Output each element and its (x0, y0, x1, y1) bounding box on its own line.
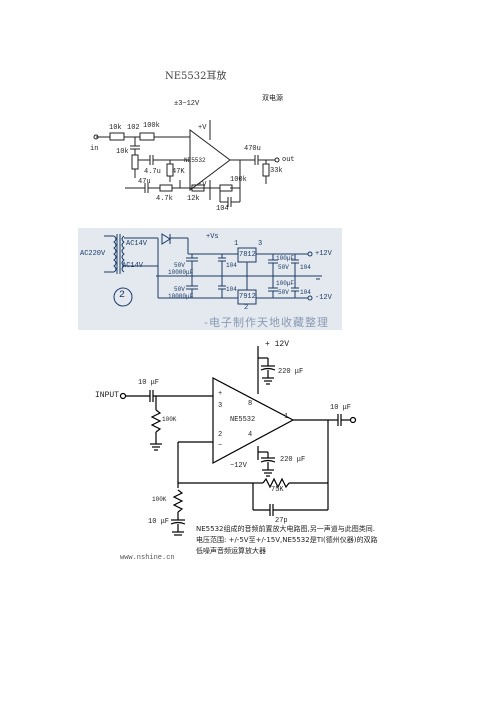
label-100k-in: 100K (162, 416, 177, 423)
section1-title: NE5532耳放 (165, 71, 227, 82)
label-470u: 470u (244, 145, 261, 153)
label-10k-b: 10k (116, 148, 129, 156)
label-7912: 7912 (239, 293, 256, 301)
label-100uf-b: 100μF (276, 280, 295, 287)
label-47u: 47u (138, 178, 151, 186)
label-circle-num: 2 (119, 290, 126, 301)
website-text: www.nshine.cn (120, 554, 175, 562)
label-num3: 3 (258, 240, 263, 248)
label-10uf-in: 10 μF (138, 379, 160, 387)
label-out: out (282, 156, 295, 164)
label-10k-a: 10k (109, 124, 122, 132)
label-4u7-b: 4.7k (156, 195, 173, 203)
label-104-b: 104 (226, 286, 237, 293)
label-vplus: +V (198, 124, 207, 132)
label-chip-ne5532-3: NE5532 (230, 416, 256, 424)
label-50v-c: 50V (278, 264, 289, 271)
label-100k-b: 100k (230, 176, 247, 184)
schematic-1-wires (93, 120, 280, 207)
label-104-a: 104 (226, 262, 237, 269)
label-100uf-a: 100μF (276, 255, 295, 262)
label-vs: +Vs (206, 233, 219, 241)
label-4u7-a: 4.7u (144, 168, 161, 176)
label-pin4: 4 (248, 431, 253, 439)
watermark-text: -电子制作天地收藏整理 (204, 316, 329, 329)
label-plus12v-3: + 12V (265, 340, 290, 349)
label-102: 102 (127, 124, 140, 132)
label-10000uf-b: 10000μF (168, 293, 194, 300)
label-220uf-top: 220 μF (278, 368, 304, 376)
label-ac14v-b: AC14V (122, 262, 144, 270)
label-plus12v: +12V (315, 250, 332, 258)
schematic-preamp: + 12V 220 μF INPUT 10 μF 3 + 8 100K NE55… (95, 338, 368, 538)
label-50v-d: 50V (278, 289, 289, 296)
label-100k-a: 100k (143, 122, 160, 130)
label-pin3: 3 (218, 402, 223, 410)
label-ac14v-a: AC14V (126, 240, 148, 248)
label-75k: 75K (271, 486, 284, 494)
schematic-power-supply: AC220V AC14V AC14V +Vs 1 3 2 7812 7912 5… (78, 228, 342, 330)
label-220uf-bot: 220 μF (280, 456, 306, 464)
label-50v-a: 50V (174, 262, 185, 269)
label-pin8: 8 (248, 400, 253, 408)
label-chip-ne5532: NE5532 (184, 157, 206, 164)
schematic-2-wires (104, 233, 322, 307)
label-33k: 33k (270, 167, 283, 175)
preamp-caption: NE5532组成的音频前置放大电路图,另一声道与此图类同.电压范围: +/-5V… (196, 525, 378, 555)
label-num2: 2 (244, 304, 249, 312)
label-plus-input: + (218, 390, 223, 398)
label-minus-input: − (218, 442, 223, 450)
schematic-3-wires (119, 346, 357, 536)
label-104: 104 (216, 205, 229, 213)
supply-range: ±3~12V (174, 100, 200, 108)
label-7812: 7812 (239, 251, 256, 259)
label-104-d: 104 (300, 289, 311, 296)
label-vminus: -V (198, 181, 207, 189)
dual-supply-label: 双电源 (262, 95, 283, 103)
label-minus12v-3: −12V (230, 462, 247, 470)
label-pin1: 1 (284, 413, 289, 421)
label-ac220v: AC220V (80, 250, 106, 258)
label-num1: 1 (234, 240, 239, 248)
label-in: in (90, 145, 99, 153)
label-minus12v: -12V (315, 294, 332, 302)
label-12k: 12k (187, 195, 200, 203)
schematic-headphone-amp: NE5532耳放 ±3~12V 双电源 in 10k 102 100k +V 1… (80, 60, 300, 220)
label-input: INPUT (95, 391, 120, 400)
label-pin2: 2 (218, 431, 223, 439)
label-50v-b: 50V (174, 286, 185, 293)
label-100k-fb: 100K (152, 496, 167, 503)
label-10uf-out: 10 μF (330, 404, 352, 412)
label-27p: 27p (275, 517, 288, 525)
label-10000uf-a: 10000μF (168, 269, 194, 276)
label-47k: 47K (172, 168, 185, 176)
label-10uf-fb: 10 μF (148, 518, 170, 526)
label-104-c: 104 (300, 264, 311, 271)
